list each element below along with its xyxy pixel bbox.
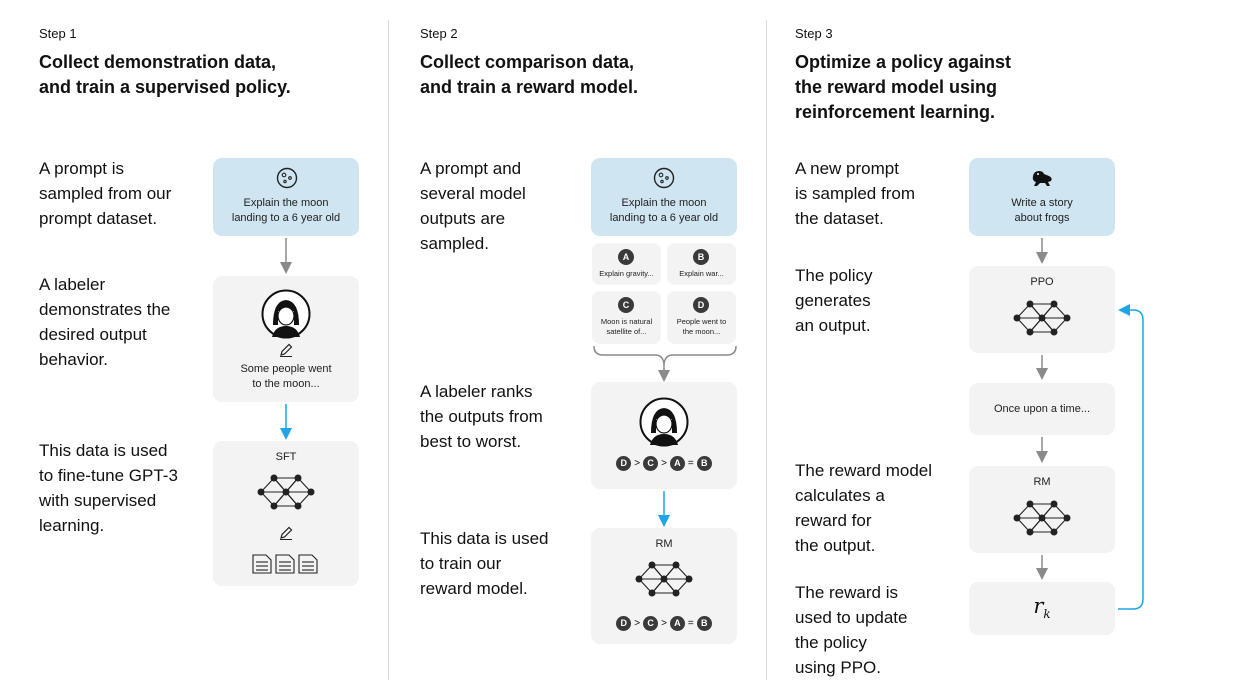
option-letter-badge: D bbox=[693, 297, 709, 313]
output-option-c: C Moon is natural satellite of... bbox=[592, 291, 661, 344]
output-option-d: D People went to the moon... bbox=[667, 291, 736, 344]
step2-desc-train: This data is used to train our reward mo… bbox=[420, 529, 549, 598]
labeler-avatar-icon bbox=[639, 397, 689, 447]
step1-title: Collect demonstration data, and train a … bbox=[39, 52, 291, 97]
column-divider bbox=[388, 20, 389, 680]
step3-label: Step 3 bbox=[795, 26, 833, 41]
step1-output-text: Some people went to the moon... bbox=[240, 363, 332, 390]
neural-network-icon bbox=[1013, 500, 1071, 536]
step3-ppo-box: PPO bbox=[969, 266, 1115, 353]
step1-prompt-box: Explain the moon landing to a 6 year old bbox=[213, 158, 359, 236]
moon-icon bbox=[276, 167, 298, 189]
rank-operator: > bbox=[634, 458, 641, 469]
neural-network-icon bbox=[1013, 300, 1071, 336]
output-option-b: B Explain war... bbox=[667, 243, 736, 285]
rank-operator: = bbox=[687, 458, 694, 469]
output-option-a: A Explain gravity... bbox=[592, 243, 661, 285]
option-letter-badge: C bbox=[618, 297, 634, 313]
option-text: People went to the moon... bbox=[676, 317, 727, 336]
rank-badge: B bbox=[696, 456, 712, 471]
rank-operator: > bbox=[661, 458, 667, 469]
step2-ranking-box: D > C > A = B bbox=[591, 382, 737, 489]
step3-desc-reward-model: The reward model calculates a reward for… bbox=[795, 461, 933, 555]
rank-badge: C bbox=[643, 456, 659, 471]
reward-value: rk bbox=[969, 594, 1115, 621]
step3-output-box: Once upon a time... bbox=[969, 383, 1115, 435]
step3-desc-update: The reward is used to update the policy … bbox=[795, 583, 908, 677]
frog-icon bbox=[1032, 171, 1052, 186]
sft-label: SFT bbox=[275, 451, 297, 463]
step1-desc-finetune: This data is used to fine-tune GPT-3 wit… bbox=[39, 441, 178, 535]
step2-title: Collect comparison data, and train a rew… bbox=[420, 52, 639, 97]
rank-operator: > bbox=[634, 618, 641, 629]
neural-network-icon bbox=[635, 561, 693, 597]
column-divider bbox=[766, 20, 767, 680]
step3-prompt-text: Write a story about frogs bbox=[1011, 197, 1073, 224]
rm-label: RM bbox=[655, 538, 673, 550]
rank-operator: = bbox=[687, 618, 694, 629]
option-text: Moon is natural satellite of... bbox=[600, 317, 653, 336]
ppo-label: PPO bbox=[1030, 276, 1054, 288]
rm-label: RM bbox=[1033, 476, 1051, 488]
step1-prompt-text: Explain the moon landing to a 6 year old bbox=[231, 197, 341, 224]
step2-prompt-box: Explain the moon landing to a 6 year old bbox=[591, 158, 737, 236]
rank-badge: A bbox=[669, 456, 685, 471]
step2-desc-sample: A prompt and several model outputs are s… bbox=[420, 159, 526, 253]
step3-desc-prompt: A new prompt is sampled from the dataset… bbox=[795, 159, 915, 228]
step3-title: Optimize a policy against the reward mod… bbox=[795, 52, 1012, 122]
rank-badge: C bbox=[643, 616, 659, 631]
rank-badge: D bbox=[616, 616, 632, 631]
rank-badge: A bbox=[669, 616, 685, 631]
step1-desc-labeler: A labeler demonstrates the desired outpu… bbox=[39, 275, 171, 369]
step3-rm-box: RM bbox=[969, 466, 1115, 553]
pencil-icon bbox=[280, 526, 293, 540]
step2-rm-box: RM D > C > A = B bbox=[591, 528, 737, 644]
step3-reward-box: rk bbox=[969, 582, 1115, 635]
reward-subscript: k bbox=[1043, 607, 1051, 622]
option-letter-badge: A bbox=[618, 249, 634, 265]
step2-desc-rank: A labeler ranks the outputs from best to… bbox=[420, 382, 543, 451]
step2-prompt-text: Explain the moon landing to a 6 year old bbox=[609, 197, 719, 224]
step1-desc-prompt: A prompt is sampled from our prompt data… bbox=[39, 159, 172, 228]
rank-badge: B bbox=[696, 616, 712, 631]
moon-icon bbox=[653, 167, 675, 189]
step3-desc-policy: The policy generates an output. bbox=[795, 266, 873, 335]
documents-icon bbox=[252, 554, 318, 574]
option-text: Explain war... bbox=[679, 269, 724, 278]
rank-operator: > bbox=[661, 618, 667, 629]
step1-label: Step 1 bbox=[39, 26, 77, 41]
step2-label: Step 2 bbox=[420, 26, 458, 41]
ranking-row: D > C > A = B bbox=[591, 616, 737, 631]
option-text: Explain gravity... bbox=[599, 269, 654, 278]
step3-prompt-box: Write a story about frogs bbox=[969, 158, 1115, 236]
step1-sft-box: SFT bbox=[213, 441, 359, 586]
step1-demo-box: Some people went to the moon... bbox=[213, 276, 359, 402]
pencil-icon bbox=[280, 343, 293, 357]
option-letter-badge: B bbox=[693, 249, 709, 265]
reward-symbol: r bbox=[1033, 594, 1044, 618]
arrow-reward-to-ppo bbox=[1118, 304, 1144, 610]
outputs-bracket bbox=[593, 345, 737, 365]
step3-output-text: Once upon a time... bbox=[994, 403, 1090, 415]
neural-network-icon bbox=[257, 474, 315, 510]
labeler-avatar-icon bbox=[261, 289, 311, 339]
rank-badge: D bbox=[616, 456, 632, 471]
ranking-row: D > C > A = B bbox=[591, 456, 737, 471]
